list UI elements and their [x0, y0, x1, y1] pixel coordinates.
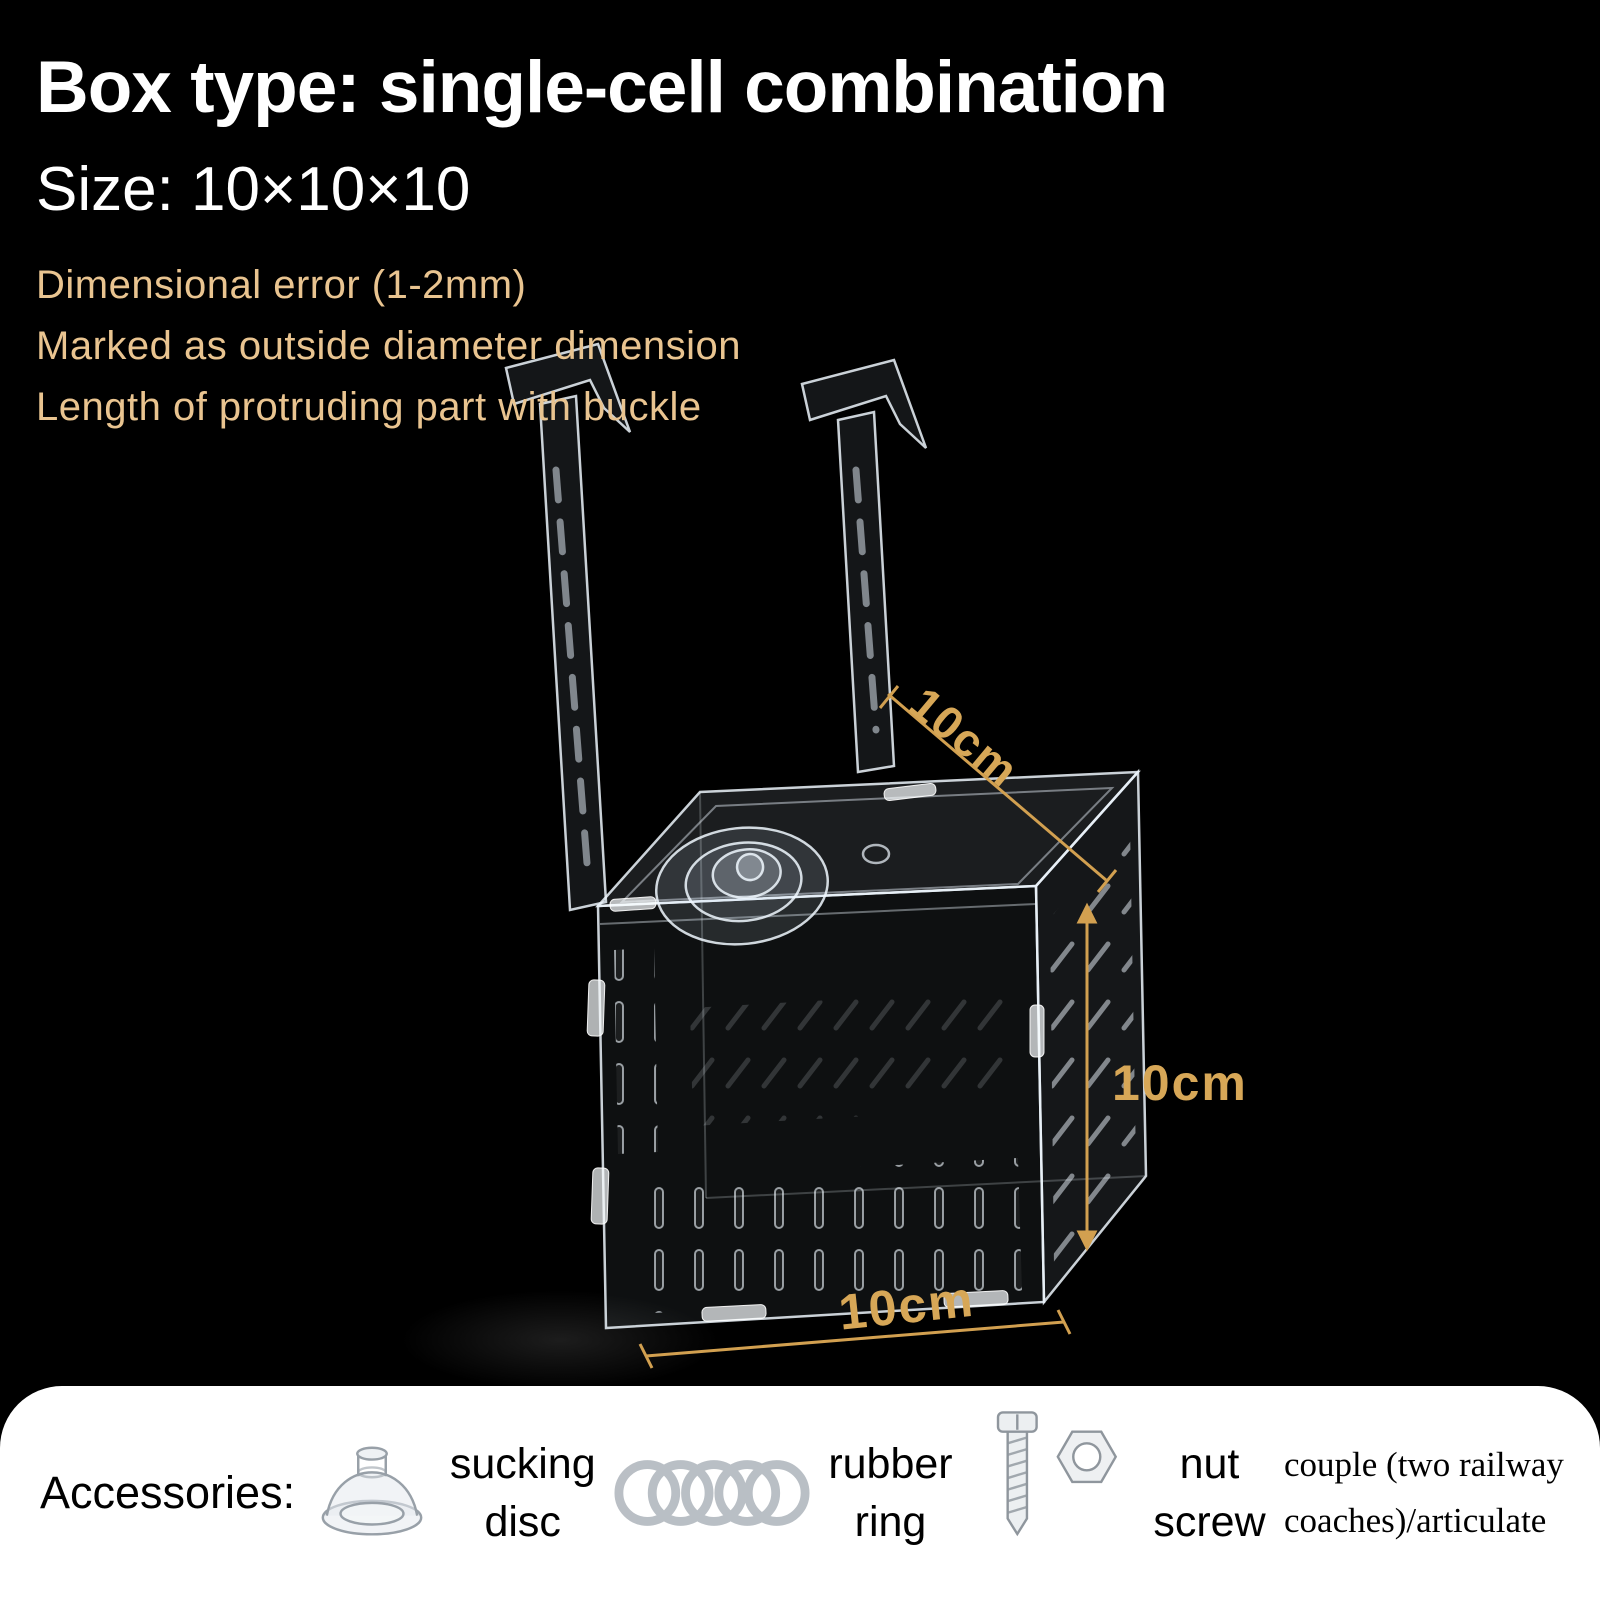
accessory-name-line: rubber — [828, 1439, 953, 1488]
accessory-name-line: screw — [1153, 1498, 1266, 1546]
vent-slots-side — [1050, 826, 1136, 1266]
accessory-name: nut screw — [1153, 1435, 1265, 1551]
accessory-name: sucking disc — [450, 1435, 596, 1551]
lid-rim — [619, 786, 1115, 904]
accessory-name: rubber ring — [828, 1435, 952, 1551]
notes: Dimensional error (1-2mm) Marked as outs… — [36, 255, 1167, 438]
accessory-name-couple: couple (two railway coaches)/articulate — [1284, 1437, 1564, 1549]
note-line: Dimensional error (1-2mm) — [36, 263, 527, 308]
vent-slots-front — [632, 1158, 1022, 1314]
accessory-name-line: disc — [484, 1498, 561, 1546]
note-line: Marked as outside diameter dimension — [36, 324, 742, 369]
dimension-line-top — [878, 685, 1118, 893]
dimension-line-bottom — [638, 1309, 1072, 1369]
accessory-name-line: nut — [1179, 1439, 1240, 1488]
suction-cup-icon — [322, 1446, 423, 1536]
header: Box type: single-cell combination Size: … — [36, 47, 1168, 438]
dimension-line-right — [1076, 902, 1098, 1252]
accessories-label: Accessories: — [40, 1467, 296, 1518]
right-hanger-bracket — [800, 358, 928, 774]
accessories-bar: Accessories: sucking disc rubber ring — [0, 1386, 1600, 1600]
size-line: Size: 10×10×10 — [36, 155, 471, 225]
page-title: Box type: single-cell combination — [36, 47, 1168, 128]
vent-slots-back-wall — [690, 990, 1008, 1126]
suction-cup — [655, 826, 829, 946]
accessory-name-line: coaches)/articulate — [1284, 1501, 1547, 1540]
lid-hole — [861, 843, 891, 865]
left-hanger-bracket — [504, 342, 632, 912]
acrylic-box — [586, 768, 1148, 1330]
vent-slots-front-left — [614, 948, 658, 1154]
latch-clips — [586, 782, 1045, 1322]
note-line: Length of protruding part with buckle — [36, 385, 702, 430]
rubber-rings-icon — [614, 1460, 810, 1526]
accessory-name-line: sucking — [449, 1439, 596, 1488]
accessory-name-line: ring — [854, 1498, 927, 1546]
accessory-name-line: couple (two railway — [1284, 1445, 1564, 1484]
nut-screw-icon — [996, 1411, 1118, 1537]
dimension-label-right: 10cm — [1112, 1055, 1248, 1111]
